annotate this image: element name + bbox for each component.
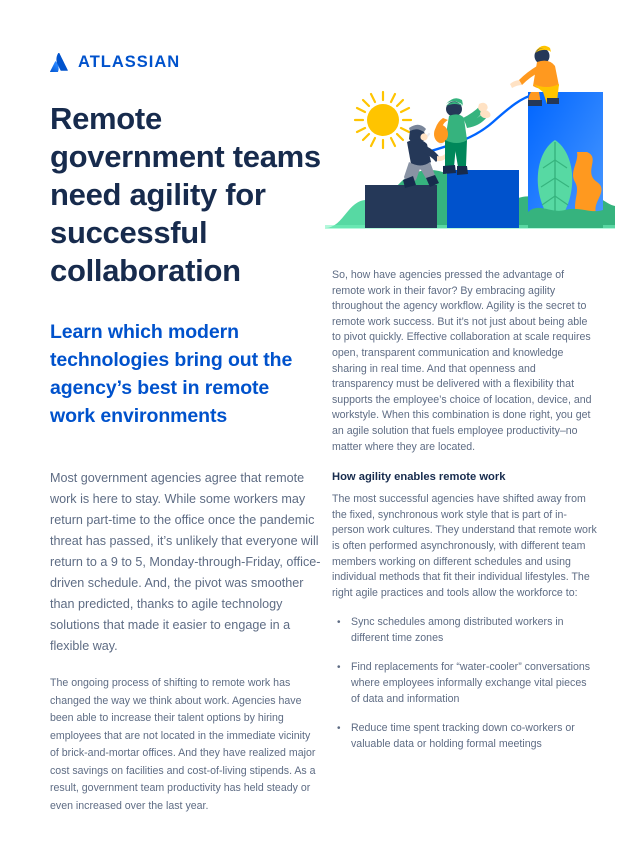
atlassian-a-mark-icon <box>50 53 69 72</box>
sun-icon <box>353 90 413 150</box>
page-title: Remote government teams need agility for… <box>50 101 321 288</box>
climber-orange-outfit-icon <box>510 45 559 106</box>
bar-blue <box>447 170 519 228</box>
left-paragraph-2: The ongoing process of shifting to remot… <box>50 677 316 812</box>
list-item: Find replacements for “water-cooler” con… <box>332 660 598 707</box>
benefits-list: Sync schedules among distributed workers… <box>332 615 598 752</box>
atlassian-logo: ATLASSIAN <box>50 53 180 72</box>
climber-navy-jacket-icon <box>403 124 447 188</box>
bar-dark-navy <box>365 185 437 228</box>
list-item: Sync schedules among distributed workers… <box>332 615 598 646</box>
right-column: So, how have agencies pressed the advant… <box>332 268 598 766</box>
climber-green-outfit-icon <box>434 98 491 175</box>
hero-illustration <box>325 42 615 257</box>
right-paragraph-1: So, how have agencies pressed the advant… <box>332 269 592 453</box>
section-heading: How agility enables remote work <box>332 471 506 484</box>
left-column-body: Most government agencies agree that remo… <box>50 468 322 815</box>
atlassian-wordmark: ATLASSIAN <box>78 53 181 72</box>
orange-wavy-plant-icon <box>573 152 602 218</box>
list-item: Reduce time spent tracking down co-worke… <box>332 721 598 752</box>
page-subtitle: Learn which modern technologies bring ou… <box>50 321 293 427</box>
left-column: Remote government teams need agility for… <box>50 100 322 833</box>
green-leaf-plant-icon <box>537 140 573 225</box>
left-paragraph-1: Most government agencies agree that remo… <box>50 471 321 653</box>
right-paragraph-2: The most successful agencies have shifte… <box>332 493 597 599</box>
